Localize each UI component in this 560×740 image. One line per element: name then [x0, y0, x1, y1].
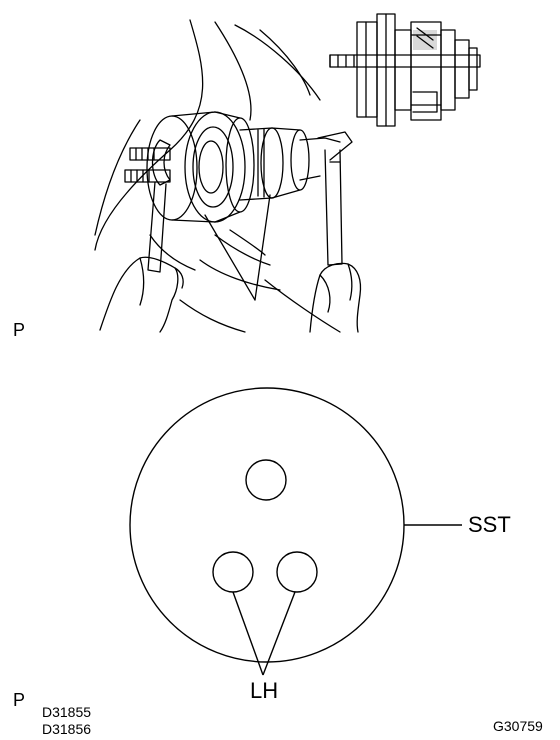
puller-body: [146, 111, 341, 223]
sst-disc: [129, 387, 405, 663]
right-hand: [309, 262, 362, 333]
lh-hole-right: [276, 551, 318, 593]
document-code: G30759: [493, 718, 543, 734]
lh-label: LH: [250, 678, 279, 703]
figure-bottom-mark: P: [13, 690, 26, 710]
left-wrench: [147, 139, 171, 273]
left-hand: [99, 256, 184, 333]
sst-label: SST: [468, 512, 511, 537]
ratchet-handle: [317, 131, 353, 266]
figure-top-code: D31855: [42, 704, 92, 720]
steering-knuckle-outline: [94, 19, 341, 333]
figure-bottom-code: D31856: [42, 721, 92, 737]
leader-lines-top: [204, 194, 271, 301]
stud-bolts: [124, 147, 171, 183]
center-hole: [245, 459, 287, 501]
hub-bearing-removal-illustration: [94, 13, 481, 333]
figure-top-mark: P: [13, 320, 26, 340]
inset-puller-detail: [329, 13, 481, 127]
lh-hole-left: [212, 551, 254, 593]
lh-leader-left: [232, 591, 264, 676]
lh-leader-right: [262, 591, 296, 676]
